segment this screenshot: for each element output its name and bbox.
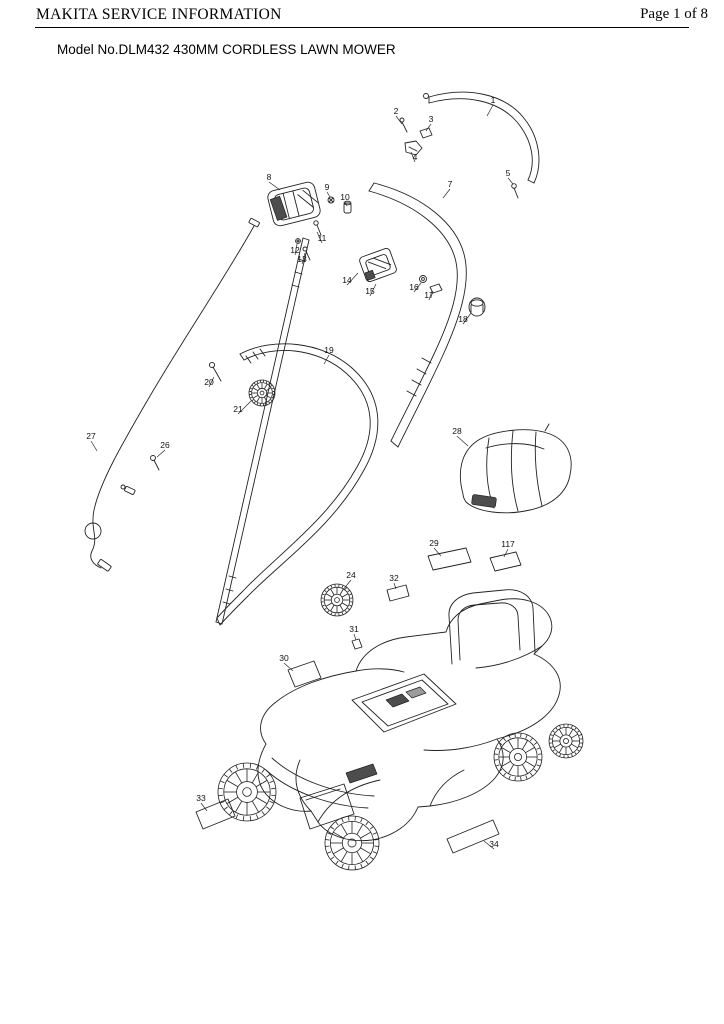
callout-leader-19 xyxy=(323,354,330,365)
callout-leader-28 xyxy=(456,435,469,447)
callout-11: 11 xyxy=(318,233,327,243)
part-label-plates xyxy=(195,547,522,854)
callout-leader-20 xyxy=(208,376,215,388)
callout-leader-27 xyxy=(90,440,98,452)
callout-leader-31 xyxy=(353,633,357,641)
wheel-art xyxy=(493,732,543,782)
callout-1: 1 xyxy=(491,95,496,105)
part-cable-fasteners xyxy=(120,455,160,495)
callout-leader-32 xyxy=(393,582,397,590)
callout-14: 14 xyxy=(342,275,352,285)
makita-logo-mark xyxy=(471,494,497,508)
diagram-line-art xyxy=(84,91,572,854)
callout-31: 31 xyxy=(349,624,359,634)
model-title: Model No.DLM432 430MM CORDLESS LAWN MOWE… xyxy=(57,42,396,57)
callout-28: 28 xyxy=(452,426,462,436)
document-title: MAKITA SERVICE INFORMATION xyxy=(36,6,282,23)
callout-15: 15 xyxy=(365,286,375,296)
callout-leader-15 xyxy=(369,283,377,297)
callout-13: 13 xyxy=(297,254,307,264)
callout-3: 3 xyxy=(429,114,434,124)
callout-26: 26 xyxy=(160,440,170,450)
part-control-cable xyxy=(84,217,260,572)
wheel-art xyxy=(320,583,354,617)
callout-leader-21 xyxy=(237,400,252,415)
wheels xyxy=(217,379,584,871)
callout-leader-3 xyxy=(425,123,432,132)
part-switch-box xyxy=(267,181,321,227)
callout-24: 24 xyxy=(346,570,356,580)
callout-leader-117 xyxy=(503,548,509,558)
part-mower-body xyxy=(257,589,561,842)
callout-9: 9 xyxy=(325,182,330,192)
part-upper-handle-rod xyxy=(423,91,540,184)
callout-leader-16 xyxy=(413,282,422,293)
callout-leader-17 xyxy=(428,290,433,301)
callout-32: 32 xyxy=(389,573,399,583)
part-knob xyxy=(468,297,486,317)
callout-leader-34 xyxy=(483,840,495,850)
callout-2: 2 xyxy=(394,106,399,116)
part-lower-handle-loop xyxy=(216,343,379,626)
part-rear-cover xyxy=(459,423,572,514)
wheel-art xyxy=(548,723,584,759)
callout-leader-8 xyxy=(268,181,281,191)
callout-leader-5 xyxy=(507,177,514,185)
callout-leader-30 xyxy=(283,662,294,672)
callout-leader-14 xyxy=(346,272,359,286)
callout-leader-26 xyxy=(156,449,166,458)
callout-4: 4 xyxy=(413,152,418,162)
header-divider xyxy=(35,27,689,28)
callout-29: 29 xyxy=(429,538,439,548)
callout-7: 7 xyxy=(448,179,453,189)
callout-30: 30 xyxy=(279,653,289,663)
callout-5: 5 xyxy=(506,168,511,178)
part-small-fasteners-mid xyxy=(295,196,352,261)
callout-leader-7 xyxy=(442,188,451,199)
callout-21: 21 xyxy=(233,404,243,414)
callout-leader-11 xyxy=(316,231,323,244)
callout-leader-4 xyxy=(410,151,416,163)
part-handle-tube xyxy=(368,182,467,448)
callout-12: 12 xyxy=(290,245,300,255)
wheel-art xyxy=(217,762,277,822)
callout-10: 10 xyxy=(340,192,350,202)
callout-117: 117 xyxy=(501,539,515,549)
callout-leader-1 xyxy=(486,104,494,117)
callout-17: 17 xyxy=(424,290,434,300)
part-lower-handle-rod xyxy=(215,237,310,625)
part-handle-clamp xyxy=(359,247,397,283)
part-small-fasteners-top xyxy=(399,117,519,199)
callout-8: 8 xyxy=(267,172,272,182)
callout-leader-33 xyxy=(200,802,208,812)
callout-leader-12 xyxy=(294,243,298,256)
callout-33: 33 xyxy=(196,793,206,803)
callout-leader-29 xyxy=(433,547,442,557)
callout-20: 20 xyxy=(204,377,214,387)
callout-18: 18 xyxy=(458,314,468,324)
callout-leader-2 xyxy=(395,115,403,125)
callout-27: 27 xyxy=(86,431,96,441)
makita-logo-mark xyxy=(345,763,378,784)
part-handle-bolt xyxy=(208,361,222,382)
wheel-art xyxy=(324,815,380,871)
callout-leader-13 xyxy=(301,252,306,265)
callout-leader-10 xyxy=(344,201,348,207)
callout-16: 16 xyxy=(409,282,419,292)
callout-34: 34 xyxy=(489,839,499,849)
callout-leader-24 xyxy=(341,579,352,592)
page-indicator: Page 1 of 8 xyxy=(640,6,708,22)
callout-leader-18 xyxy=(462,312,472,325)
wheel-art xyxy=(248,379,276,407)
callout-leader-9 xyxy=(326,191,331,198)
callout-19: 19 xyxy=(324,345,334,355)
